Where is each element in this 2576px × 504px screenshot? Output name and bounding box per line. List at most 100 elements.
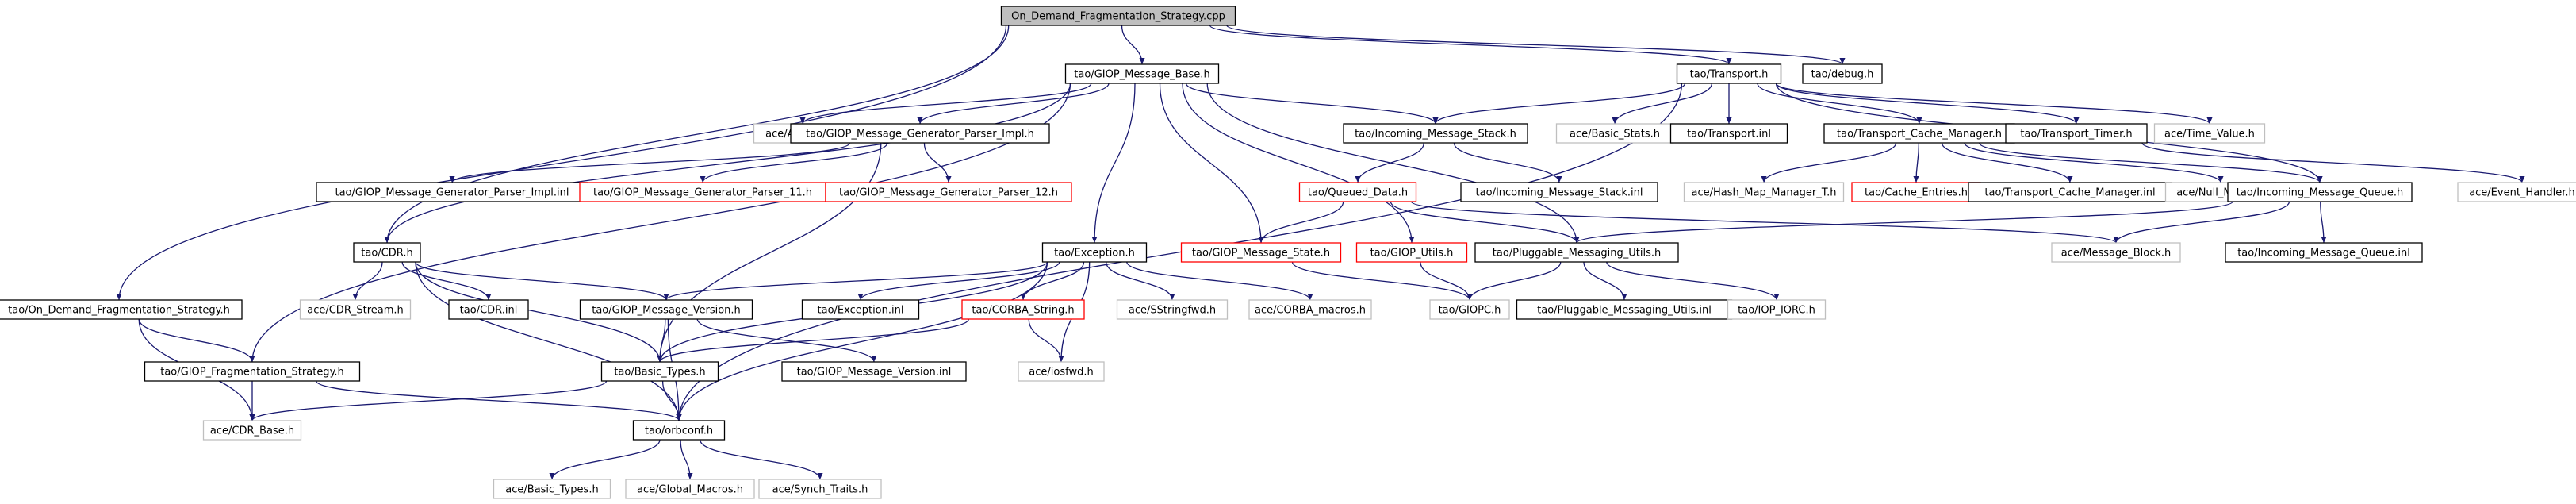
node-cacheentries[interactable]: tao/Cache_Entries.h xyxy=(1851,182,1981,202)
node-label: tao/GIOP_Message_Generator_Parser_12.h xyxy=(839,187,1058,199)
edge-gms-to-giopc xyxy=(1291,261,1473,301)
edge-tcm-to-tcminl xyxy=(1941,142,2073,183)
node-basicstats[interactable]: ace/Basic_Stats.h xyxy=(1555,123,1674,144)
node-iosfwd[interactable]: ace/iosfwd.h xyxy=(1018,361,1105,382)
node-ttimer[interactable]: tao/Transport_Timer.h xyxy=(2005,123,2148,144)
edge-gmgpi-to-gmgpiinl xyxy=(449,142,851,183)
node-cdrinl[interactable]: tao/CDR.inl xyxy=(448,299,529,320)
node-box xyxy=(632,420,726,441)
node-label: ace/Hash_Map_Manager_T.h xyxy=(1692,187,1837,199)
edge-orbconf-to-synchtraits xyxy=(700,439,823,480)
node-gmb[interactable]: tao/GIOP_Message_Base.h xyxy=(1064,63,1220,84)
node-msgblock[interactable]: ace/Message_Block.h xyxy=(2051,242,2181,263)
edge-ims-to-queued xyxy=(1355,142,1424,183)
node-gmgp12[interactable]: tao/GIOP_Message_Generator_Parser_12.h xyxy=(825,182,1072,202)
node-label: ace/Global_Macros.h xyxy=(637,484,743,496)
node-exception[interactable]: tao/Exception.h xyxy=(1041,242,1148,263)
node-synchtraits[interactable]: ace/Synch_Traits.h xyxy=(758,479,882,499)
node-label: tao/Pluggable_Messaging_Utils.inl xyxy=(1537,305,1712,317)
node-label: tao/GIOP_Message_Generator_Parser_11.h xyxy=(593,187,812,199)
node-box xyxy=(2225,242,2423,263)
node-box xyxy=(1298,182,1417,202)
node-transport[interactable]: tao/Transport.h xyxy=(1676,63,1782,84)
node-tcminl[interactable]: tao/Transport_Cache_Manager.inl xyxy=(1968,182,2172,202)
node-hashmap[interactable]: ace/Hash_Map_Manager_T.h xyxy=(1683,182,1845,202)
node-label: tao/CDR.h xyxy=(361,248,412,260)
node-giopu[interactable]: tao/GIOP_Utils.h xyxy=(1355,242,1468,263)
node-box xyxy=(1041,242,1148,263)
node-label: ace/iosfwd.h xyxy=(1029,367,1093,379)
node-label: tao/IOP_IORC.h xyxy=(1738,305,1815,317)
edge-transport-to-timevalue xyxy=(1775,83,2213,125)
node-iopiorc[interactable]: tao/IOP_IORC.h xyxy=(1727,299,1827,320)
node-label: ace/CDR_Stream.h xyxy=(307,305,404,317)
node-label: tao/Exception.h xyxy=(1054,248,1135,260)
node-box xyxy=(1064,63,1220,84)
node-imsinl[interactable]: tao/Incoming_Message_Stack.inl xyxy=(1460,182,1658,202)
node-orbconf[interactable]: tao/orbconf.h xyxy=(632,420,726,441)
node-box xyxy=(1968,182,2172,202)
node-queued[interactable]: tao/Queued_Data.h xyxy=(1298,182,1417,202)
edge-queued-to-pmu xyxy=(1390,201,1580,244)
node-gmvinl[interactable]: tao/GIOP_Message_Version.inl xyxy=(781,361,967,382)
node-gfs[interactable]: tao/GIOP_Fragmentation_Strategy.h xyxy=(144,361,361,382)
node-box xyxy=(1000,6,1236,26)
edge-corbastr-to-basictypes xyxy=(657,318,969,363)
node-timevalue[interactable]: ace/Time_Value.h xyxy=(2153,123,2266,144)
node-cdr[interactable]: tao/CDR.h xyxy=(353,242,421,263)
node-gmgpi[interactable]: tao/GIOP_Message_Generator_Parser_Impl.h xyxy=(790,123,1050,144)
node-gms[interactable]: tao/GIOP_Message_State.h xyxy=(1180,242,1342,263)
node-box xyxy=(0,299,243,320)
node-box xyxy=(448,299,529,320)
node-sstringfwd[interactable]: ace/SStringfwd.h xyxy=(1116,299,1229,320)
node-giopc[interactable]: tao/GIOPC.h xyxy=(1429,299,1510,320)
node-box xyxy=(961,299,1085,320)
edge-pmu-to-giopc xyxy=(1466,261,1562,301)
node-tcm[interactable]: tao/Transport_Cache_Manager.h xyxy=(1823,123,2015,144)
node-gmgpiinl[interactable]: tao/GIOP_Message_Generator_Parser_Impl.i… xyxy=(316,182,588,202)
edge-orbconf-to-acebasictypes xyxy=(549,439,661,480)
node-imq[interactable]: tao/Incoming_Message_Queue.h xyxy=(2227,182,2413,202)
edge-transport-to-tcm xyxy=(1757,83,1922,125)
node-root[interactable]: On_Demand_Fragmentation_Strategy.cpp xyxy=(1000,6,1236,26)
node-box xyxy=(1676,63,1782,84)
node-acebasictypes[interactable]: ace/Basic_Types.h xyxy=(493,479,611,499)
node-box xyxy=(1851,182,1981,202)
node-box xyxy=(801,299,920,320)
node-odfsh[interactable]: tao/On_Demand_Fragmentation_Strategy.h xyxy=(0,299,243,320)
node-excinl[interactable]: tao/Exception.inl xyxy=(801,299,920,320)
node-transportinl[interactable]: tao/Transport.inl xyxy=(1669,123,1788,144)
node-imqinl[interactable]: tao/Incoming_Message_Queue.inl xyxy=(2225,242,2423,263)
edge-exception-to-corbastr xyxy=(1020,261,1085,301)
node-label: ace/Message_Block.h xyxy=(2061,248,2172,260)
node-label: tao/Cache_Entries.h xyxy=(1865,187,1968,199)
node-ims[interactable]: tao/Incoming_Message_Stack.h xyxy=(1343,123,1528,144)
node-cdrbase[interactable]: ace/CDR_Base.h xyxy=(202,420,302,441)
edge-transport-to-ims xyxy=(1432,83,1686,125)
node-pmu[interactable]: tao/Pluggable_Messaging_Utils.h xyxy=(1474,242,1679,263)
node-debug[interactable]: tao/debug.h xyxy=(1802,63,1883,84)
edge-cdr-to-basictypes xyxy=(415,261,663,363)
node-gmgp11[interactable]: tao/GIOP_Message_Generator_Parser_11.h xyxy=(579,182,826,202)
node-label: tao/On_Demand_Fragmentation_Strategy.h xyxy=(8,305,230,317)
node-cdrstream[interactable]: ace/CDR_Stream.h xyxy=(299,299,412,320)
node-label: tao/GIOP_Message_Generator_Parser_Impl.h xyxy=(806,129,1034,140)
node-label: tao/debug.h xyxy=(1811,69,1874,81)
edge-exception-to-gmv xyxy=(663,261,1048,301)
node-globalmacros[interactable]: ace/Global_Macros.h xyxy=(625,479,755,499)
node-basictypes[interactable]: tao/Basic_Types.h xyxy=(600,361,719,382)
node-label: tao/GIOP_Message_Version.h xyxy=(592,305,741,317)
node-box xyxy=(353,242,421,263)
node-gmv[interactable]: tao/GIOP_Message_Version.h xyxy=(579,299,753,320)
node-corbamacros[interactable]: ace/CORBA_macros.h xyxy=(1248,299,1372,320)
node-corbastr[interactable]: tao/CORBA_String.h xyxy=(961,299,1085,320)
edge-gmb-to-pmu xyxy=(1206,83,1580,244)
edge-gmb-to-cdr xyxy=(384,83,1071,244)
node-label: tao/Exception.inl xyxy=(818,305,904,317)
node-pmuinl[interactable]: tao/Pluggable_Messaging_Utils.inl xyxy=(1516,299,1733,320)
edge-gfs-to-orbconf xyxy=(316,380,682,421)
node-eventhandler[interactable]: ace/Event_Handler.h xyxy=(2457,182,2576,202)
node-box xyxy=(2457,182,2576,202)
edge-exception-to-sstringfwd xyxy=(1106,261,1175,301)
